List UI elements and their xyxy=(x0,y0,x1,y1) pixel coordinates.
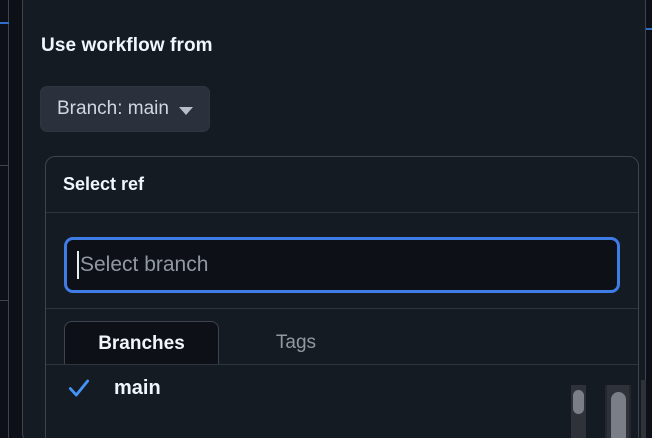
branch-list: main xyxy=(46,365,638,438)
list-scrollbar-thumb[interactable] xyxy=(573,390,584,414)
search-input[interactable]: Select branch xyxy=(64,237,620,293)
select-ref-header: Select ref xyxy=(46,157,638,213)
tab-branches[interactable]: Branches xyxy=(64,321,219,365)
tab-tags[interactable]: Tags xyxy=(275,332,317,353)
backdrop-accent-line-right xyxy=(645,28,652,30)
list-item-label: main xyxy=(114,376,161,399)
backdrop-divider-middle xyxy=(0,165,9,166)
ref-tablist: Branches Tags xyxy=(46,309,638,365)
check-icon xyxy=(68,379,90,397)
text-caret xyxy=(77,251,79,279)
select-ref-dialog: Select ref Select branch Branches Tags xyxy=(45,156,639,438)
window-scrollbar-track[interactable] xyxy=(641,380,646,438)
list-item[interactable]: main xyxy=(46,365,638,411)
search-input-placeholder: Select branch xyxy=(80,253,209,276)
branch-selector-label: Branch: main xyxy=(57,98,169,119)
run-workflow-popover: Use workflow from Branch: main Select re… xyxy=(22,0,646,438)
page-scrollbar-thumb[interactable] xyxy=(611,392,626,438)
chevron-down-icon xyxy=(178,106,193,115)
branch-selector-button[interactable]: Branch: main xyxy=(40,86,210,132)
select-ref-title: Select ref xyxy=(63,174,145,194)
backdrop-divider-lower xyxy=(0,300,9,301)
backdrop-vertical-rule xyxy=(8,0,9,438)
backdrop-accent-line-top xyxy=(0,22,9,24)
page-title: Use workflow from xyxy=(41,35,213,56)
tablist-underline xyxy=(46,364,638,365)
select-ref-search-section: Select branch xyxy=(46,213,638,309)
